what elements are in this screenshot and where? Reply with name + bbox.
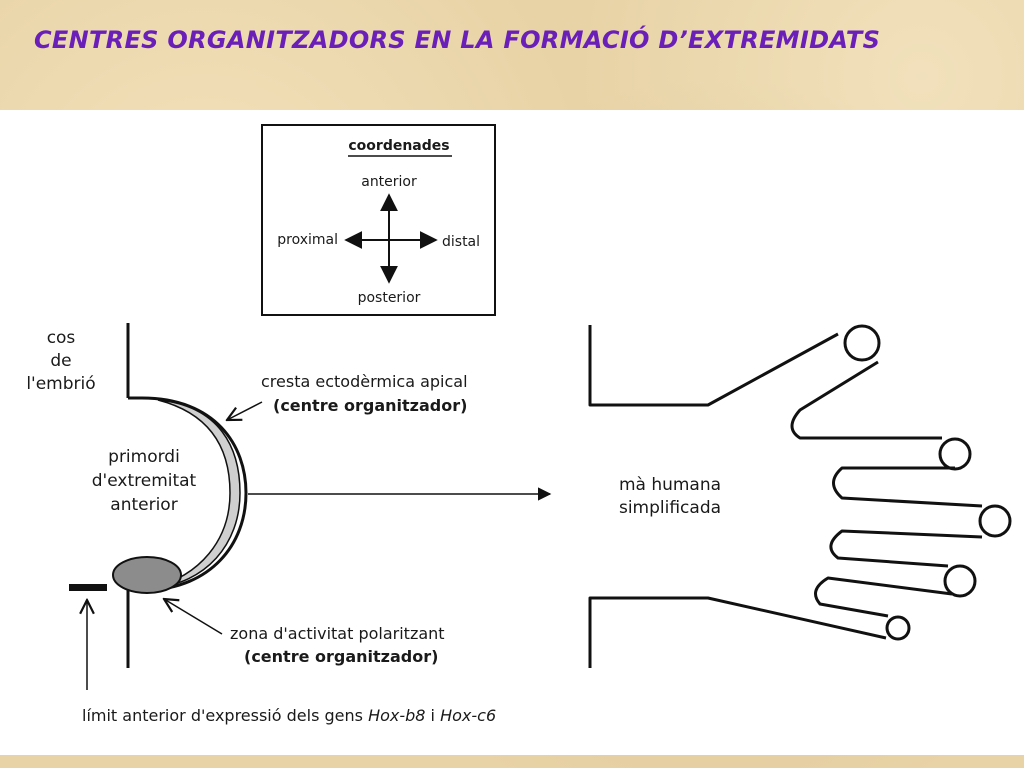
hox-gene-b8: Hox-b8 xyxy=(368,706,425,725)
limb-bud-label: primordi d'extremitat anterior xyxy=(92,447,197,515)
middle-finger-outline xyxy=(829,529,983,568)
thumb-tip xyxy=(843,324,881,362)
body-label-line-2: de xyxy=(50,351,71,371)
coordinates-box: coordenades anterior posterior proximal … xyxy=(261,124,496,316)
simplified-hand-drawing xyxy=(588,324,1012,668)
zpa-pointer-arrow-icon xyxy=(164,599,223,635)
hand-lower-edge xyxy=(588,596,887,668)
middle-finger-tip xyxy=(978,504,1012,538)
limb-bud-drawing xyxy=(69,323,263,690)
coord-distal-label: distal xyxy=(442,234,480,250)
hox-gene-c6: Hox-c6 xyxy=(440,706,496,725)
hand-label-line-1: mà humana xyxy=(619,475,721,495)
limb-bud-label-line-2: d'extremitat xyxy=(92,471,197,491)
hand-label: mà humana simplificada xyxy=(619,475,721,518)
zpa-region xyxy=(112,556,182,594)
coord-anterior-label: anterior xyxy=(361,174,417,190)
slide-title: CENTRES ORGANITZADORS EN LA FORMACIÓ D’E… xyxy=(34,26,881,54)
index-finger-tip xyxy=(938,437,972,471)
body-label-line-1: cos xyxy=(47,328,76,348)
aer-role-label: (centre organitzador) xyxy=(273,396,467,415)
coord-proximal-label: proximal xyxy=(277,232,338,248)
little-finger-tip xyxy=(885,615,911,641)
coord-posterior-label: posterior xyxy=(358,290,421,306)
hox-boundary-marker xyxy=(69,584,107,591)
hox-caption-prefix: límit anterior d'expressió dels gens xyxy=(82,706,368,725)
limb-bud-outline xyxy=(128,396,248,592)
body-label: cos de l'embrió xyxy=(26,328,95,394)
limb-bud-label-line-3: anterior xyxy=(110,495,177,515)
zpa-label: zona d'activitat polaritzant xyxy=(230,624,445,643)
hand-label-line-2: simplificada xyxy=(619,498,721,518)
hox-caption: límit anterior d'expressió dels gens Hox… xyxy=(82,706,496,725)
limb-bud-label-line-1: primordi xyxy=(108,447,180,467)
diagram-panel xyxy=(0,110,1024,755)
index-finger-outline xyxy=(832,466,983,508)
zpa-role-label: (centre organitzador) xyxy=(244,647,438,666)
coordinates-heading: coordenades xyxy=(348,138,449,154)
thumb-outline xyxy=(790,360,942,440)
hox-caption-join: i xyxy=(425,706,440,725)
aer-label: cresta ectodèrmica apical xyxy=(261,372,468,391)
body-label-line-3: l'embrió xyxy=(26,374,95,394)
hand-upper-edge xyxy=(588,325,839,407)
ring-finger-tip xyxy=(943,564,977,598)
aer-pointer-arrow-icon xyxy=(227,401,263,420)
ring-finger-outline xyxy=(814,576,953,618)
